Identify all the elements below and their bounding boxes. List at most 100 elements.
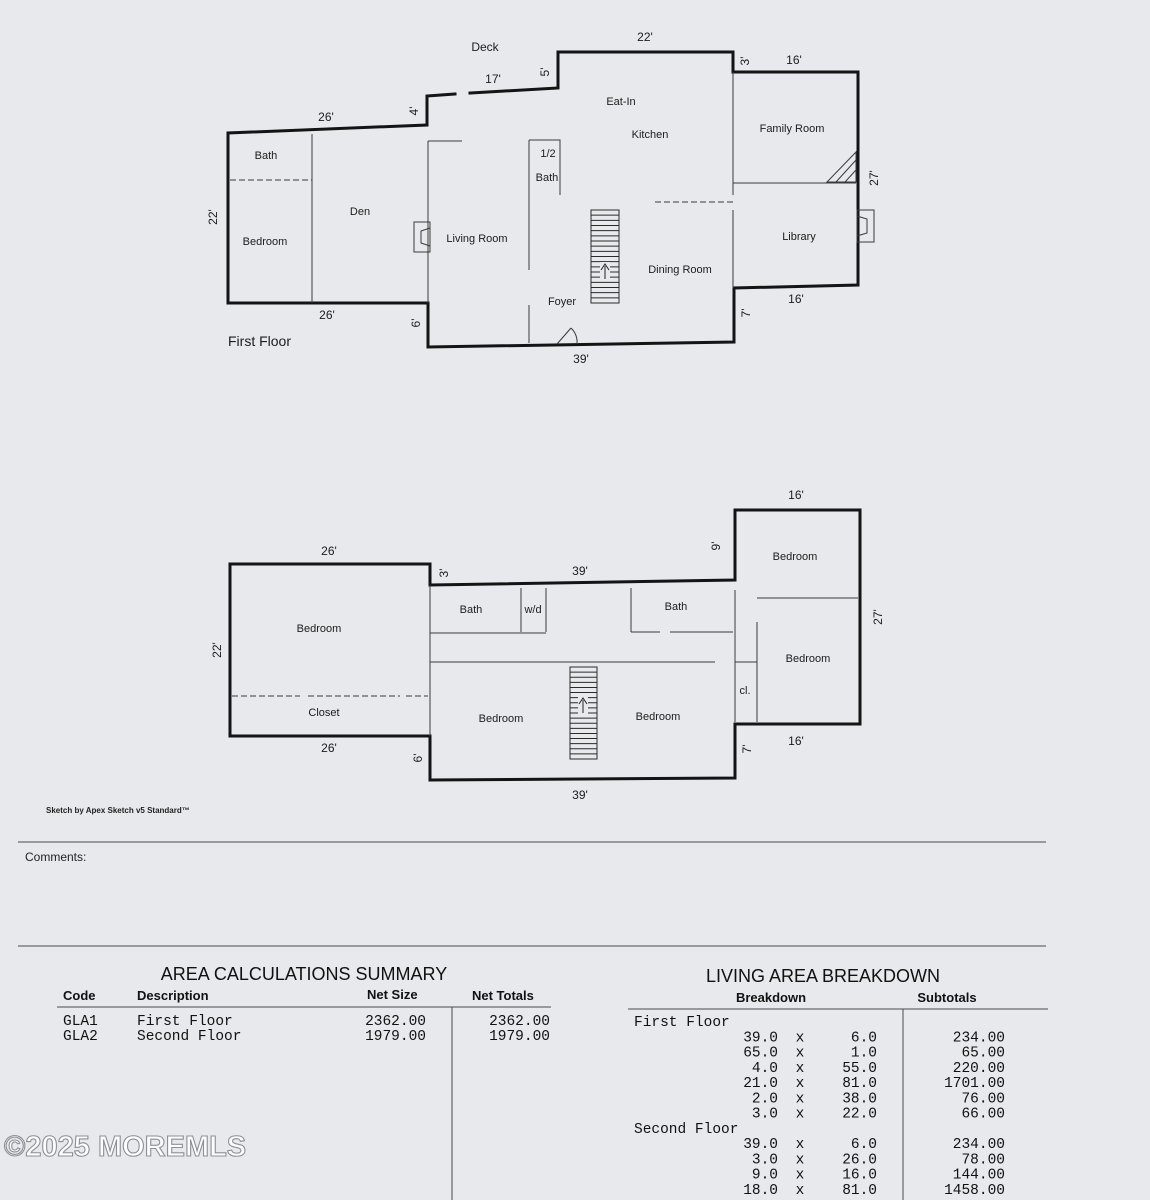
deck-step-dimension: 5' (538, 68, 552, 77)
area-net-total: 1979.00 (489, 1029, 550, 1045)
breakdown-factor-2: 16.0 (842, 1168, 877, 1184)
breakdown-operator: x (796, 1046, 805, 1062)
breakdown-factor-2: 55.0 (842, 1061, 877, 1077)
kitchen-label: Kitchen (632, 129, 669, 141)
sketch-credit: Sketch by Apex Sketch v5 Standard™ (46, 806, 190, 815)
dining-room-label: Dining Room (648, 264, 712, 276)
second-floor-interior-walls (232, 585, 858, 736)
breakdown-factor-1: 2.0 (752, 1091, 778, 1107)
breakdown-operator: x (796, 1168, 805, 1184)
first-floor-stairs (590, 209, 620, 304)
mls-watermark: ©2025 MOREMLS (4, 1131, 246, 1163)
breakdown-factor-1: 39.0 (743, 1137, 778, 1153)
code-header: Code (63, 988, 96, 1003)
breakdown-operator: x (796, 1091, 805, 1107)
breakdown-factor-1: 3.0 (752, 1152, 778, 1168)
bottom-left-step-dimension: 6' (409, 319, 423, 328)
breakdown-row: 3.0 x 22.0 66.00 (752, 1107, 1005, 1123)
living-room-fireplace-icon (413, 221, 431, 253)
breakdown-factor-1: 65.0 (743, 1046, 778, 1062)
second-floor-exterior-walls (228, 508, 862, 782)
first-floor-exterior-walls (226, 50, 860, 349)
breakdown-operator: x (796, 1107, 805, 1123)
breakdown-subtotal: 76.00 (961, 1091, 1005, 1107)
breakdown-factor-2: 38.0 (842, 1091, 877, 1107)
left-dimension: 22' (210, 642, 224, 658)
breakdown-operator: x (796, 1152, 805, 1168)
first-floor-plan: Deck Eat-In Kitchen Family Room Bath 1/2… (206, 30, 881, 366)
left-step-dimension: 4' (407, 107, 421, 116)
breakdown-factor-1: 4.0 (752, 1061, 778, 1077)
small-closet-label: cl. (740, 685, 751, 697)
breakdown-operator: x (796, 1061, 805, 1077)
area-description: First Floor (137, 1014, 233, 1030)
right-step-dimension: 3' (738, 57, 752, 66)
bath-label: Bath (255, 150, 278, 162)
bedroom-label: Bedroom (243, 236, 288, 248)
deck-run-dimension: 17' (485, 72, 501, 86)
breakdown-factor-2: 1.0 (851, 1046, 877, 1062)
first-floor-stairs-up-arrow-icon (600, 262, 610, 280)
center-right-bedroom-label: Bedroom (636, 711, 681, 723)
living-room-label: Living Room (446, 233, 507, 245)
top-right-dimension: 16' (788, 488, 804, 502)
area-summary-row: GLA2 Second Floor 1979.00 1979.00 (63, 1029, 550, 1045)
top-left-dimension: 26' (321, 544, 337, 558)
bottom-right-step-dimension: 7' (739, 309, 753, 318)
first-floor-title: First Floor (228, 333, 291, 349)
breakdown-operator: x (796, 1183, 805, 1199)
breakdown-row: 9.0 x 16.0 144.00 (752, 1168, 1005, 1184)
bottom-right-dimension: 16' (788, 734, 804, 748)
breakdown-factor-1: 18.0 (743, 1183, 778, 1199)
area-code: GLA1 (63, 1014, 98, 1030)
net-totals-header: Net Totals (472, 988, 534, 1003)
area-description: Second Floor (137, 1029, 241, 1045)
area-net-size: 1979.00 (365, 1029, 426, 1045)
breakdown-factor-2: 22.0 (842, 1107, 877, 1123)
top-dimension: 39' (572, 564, 588, 578)
net-size-header: Net Size (367, 987, 418, 1002)
right-dimension: 27' (867, 170, 881, 186)
breakdown-header: Breakdown (736, 990, 806, 1005)
breakdown-factor-1: 21.0 (743, 1076, 778, 1092)
breakdown-operator: x (796, 1137, 805, 1153)
second-floor-stairs-up-arrow-icon (578, 696, 588, 714)
right-bedroom-label: Bedroom (786, 653, 831, 665)
bottom-left-step-dimension: 6' (411, 754, 425, 763)
breakdown-subtotal: 65.00 (961, 1046, 1005, 1062)
breakdown-subtotal: 144.00 (953, 1168, 1005, 1184)
breakdown-operator: x (796, 1030, 805, 1046)
area-net-total: 2362.00 (489, 1014, 550, 1030)
top-dimension: 22' (637, 30, 653, 44)
half-bath-label: Bath (536, 172, 559, 184)
area-summary-title: AREA CALCULATIONS SUMMARY (161, 964, 447, 984)
area-code: GLA2 (63, 1029, 98, 1045)
area-summary-row: GLA1 First Floor 2362.00 2362.00 (63, 1014, 550, 1030)
area-net-size: 2362.00 (365, 1014, 426, 1030)
breakdown-row: 65.0 x 1.0 65.00 (743, 1046, 1005, 1062)
eat-in-label: Eat-In (606, 96, 635, 108)
breakdown-factor-1: 9.0 (752, 1168, 778, 1184)
breakdown-subtotal: 234.00 (953, 1030, 1005, 1046)
library-label: Library (782, 231, 816, 243)
breakdown-row: 2.0 x 38.0 76.00 (752, 1091, 1005, 1107)
left-step-dimension: 3' (437, 569, 451, 578)
top-right-bedroom-label: Bedroom (773, 551, 818, 563)
subtotals-header: Subtotals (917, 990, 976, 1005)
right-bath-label: Bath (665, 601, 688, 613)
breakdown-subtotal: 220.00 (953, 1061, 1005, 1077)
breakdown-factor-1: 3.0 (752, 1107, 778, 1123)
breakdown-subtotal: 1458.00 (944, 1183, 1005, 1199)
breakdown-subtotal: 1701.00 (944, 1076, 1005, 1092)
breakdown-subtotal: 234.00 (953, 1137, 1005, 1153)
breakdown-subtotal: 78.00 (961, 1152, 1005, 1168)
breakdown-subtotal: 66.00 (961, 1107, 1005, 1123)
bottom-left-dimension: 26' (319, 308, 335, 322)
